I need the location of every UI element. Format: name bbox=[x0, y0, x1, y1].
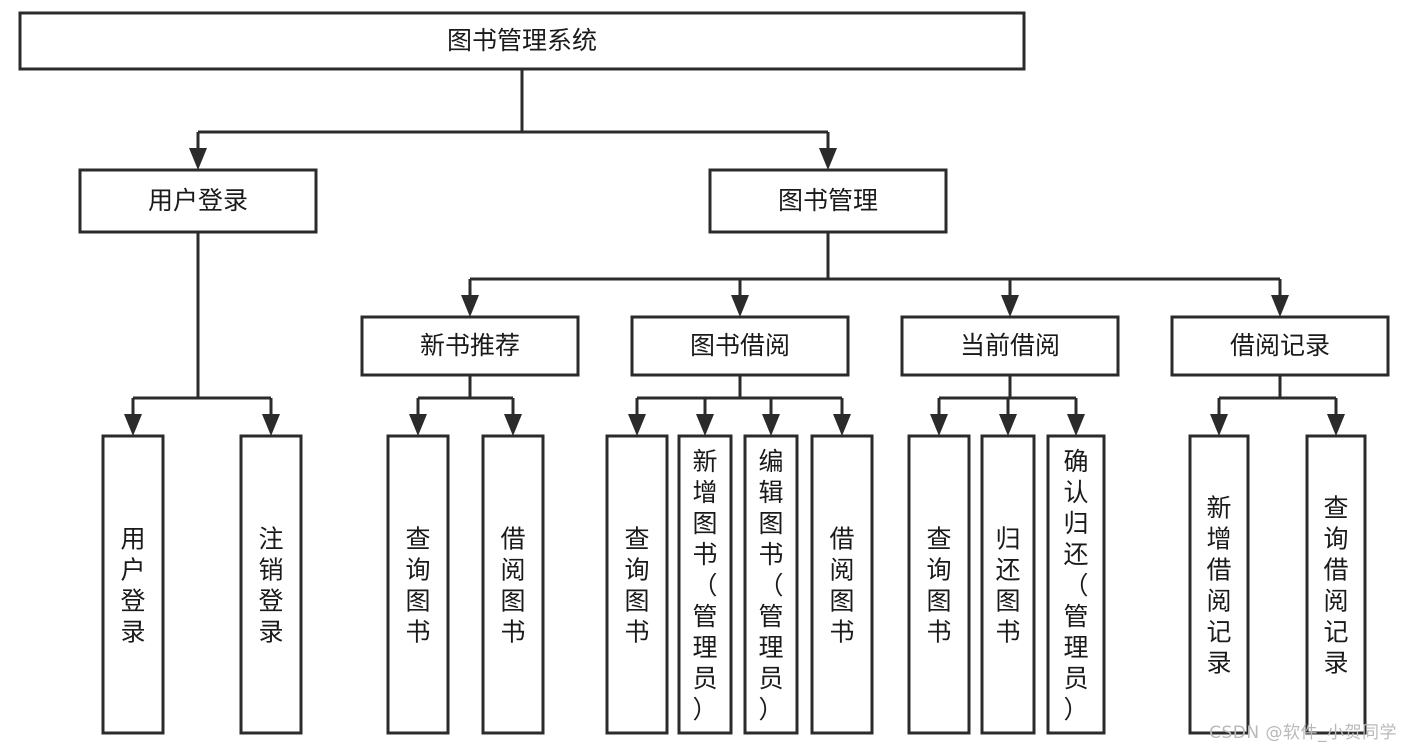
node-label-leaf-query-book-3: 查询图书 bbox=[926, 524, 951, 646]
arrowhead-leaf-edit-book bbox=[762, 414, 780, 436]
node-box-leaf-borrow-book-1[interactable] bbox=[481, 434, 545, 735]
node-leaf-add-book[interactable]: 新增图书（管理员） bbox=[677, 434, 733, 735]
node-leaf-borrow-book-1[interactable]: 借阅图书 bbox=[481, 434, 545, 735]
node-current-borrow[interactable]: 当前借阅 bbox=[900, 315, 1120, 377]
node-label-user-login: 用户登录 bbox=[148, 186, 248, 215]
node-box-book-borrow[interactable] bbox=[630, 315, 850, 377]
node-label-book-borrow: 图书借阅 bbox=[690, 331, 790, 360]
arrowhead-leaf-query-book-3 bbox=[930, 414, 948, 436]
node-label-leaf-edit-book: 编辑图书（管理员） bbox=[758, 447, 783, 724]
arrowhead-leaf-query-record bbox=[1327, 414, 1345, 436]
node-leaf-add-record[interactable]: 新增借阅记录 bbox=[1188, 434, 1250, 735]
arrowhead-leaf-user-login bbox=[124, 414, 142, 436]
node-box-leaf-add-book[interactable] bbox=[677, 434, 733, 735]
node-leaf-query-book-2[interactable]: 查询图书 bbox=[605, 434, 669, 735]
node-label-leaf-borrow-book-1: 借阅图书 bbox=[500, 524, 525, 646]
node-label-book-manage: 图书管理 bbox=[778, 186, 878, 215]
node-leaf-return-book[interactable]: 归还图书 bbox=[980, 434, 1036, 735]
arrowhead-leaf-add-record bbox=[1210, 414, 1228, 436]
edges-layer bbox=[124, 69, 1345, 436]
node-label-leaf-return-book: 归还图书 bbox=[995, 524, 1020, 646]
node-box-leaf-return-book[interactable] bbox=[980, 434, 1036, 735]
node-book-manage[interactable]: 图书管理 bbox=[708, 168, 948, 234]
node-label-current-borrow: 当前借阅 bbox=[960, 331, 1060, 360]
arrowhead-borrow-record bbox=[1271, 295, 1289, 317]
node-box-leaf-user-login[interactable] bbox=[101, 434, 165, 735]
node-leaf-user-logout[interactable]: 注销登录 bbox=[239, 434, 303, 735]
node-leaf-edit-book[interactable]: 编辑图书（管理员） bbox=[743, 434, 799, 735]
arrowhead-leaf-query-book-2 bbox=[628, 414, 646, 436]
node-box-leaf-edit-book[interactable] bbox=[743, 434, 799, 735]
arrowhead-book-borrow bbox=[731, 295, 749, 317]
arrowhead-leaf-return-book bbox=[999, 414, 1017, 436]
arrowhead-leaf-query-book-1 bbox=[409, 414, 427, 436]
node-label-root: 图书管理系统 bbox=[447, 26, 597, 55]
node-root[interactable]: 图书管理系统 bbox=[18, 11, 1026, 71]
node-user-login[interactable]: 用户登录 bbox=[78, 168, 318, 234]
node-label-leaf-add-record: 新增借阅记录 bbox=[1206, 493, 1231, 677]
node-box-user-login[interactable] bbox=[78, 168, 318, 234]
node-leaf-query-book-3[interactable]: 查询图书 bbox=[907, 434, 971, 735]
node-box-leaf-confirm-return[interactable] bbox=[1046, 434, 1106, 735]
node-label-leaf-borrow-book-2: 借阅图书 bbox=[829, 524, 854, 646]
node-label-borrow-record: 借阅记录 bbox=[1230, 331, 1330, 360]
node-leaf-query-book-1[interactable]: 查询图书 bbox=[386, 434, 450, 735]
node-box-leaf-borrow-book-2[interactable] bbox=[810, 434, 874, 735]
arrowhead-leaf-user-logout bbox=[262, 414, 280, 436]
node-box-leaf-query-record[interactable] bbox=[1305, 434, 1367, 735]
arrowhead-leaf-borrow-book-1 bbox=[504, 414, 522, 436]
node-borrow-record[interactable]: 借阅记录 bbox=[1170, 315, 1390, 377]
node-box-root[interactable] bbox=[18, 11, 1026, 71]
node-box-leaf-add-record[interactable] bbox=[1188, 434, 1250, 735]
node-label-leaf-user-login: 用户登录 bbox=[120, 524, 145, 646]
node-label-leaf-query-record: 查询借阅记录 bbox=[1323, 493, 1348, 677]
node-box-borrow-record[interactable] bbox=[1170, 315, 1390, 377]
arrowhead-leaf-add-book bbox=[696, 414, 714, 436]
node-box-book-manage[interactable] bbox=[708, 168, 948, 234]
node-label-leaf-add-book: 新增图书（管理员） bbox=[692, 447, 717, 724]
arrowhead-book-manage bbox=[819, 148, 837, 170]
node-box-leaf-query-book-3[interactable] bbox=[907, 434, 971, 735]
arrowhead-user-login bbox=[189, 148, 207, 170]
node-leaf-query-record[interactable]: 查询借阅记录 bbox=[1305, 434, 1367, 735]
node-label-leaf-query-book-1: 查询图书 bbox=[405, 524, 430, 646]
arrowhead-leaf-confirm-return bbox=[1067, 414, 1085, 436]
node-leaf-borrow-book-2[interactable]: 借阅图书 bbox=[810, 434, 874, 735]
node-leaf-confirm-return[interactable]: 确认归还（管理员） bbox=[1046, 434, 1106, 735]
node-label-new-book-rec: 新书推荐 bbox=[420, 331, 520, 360]
node-book-borrow[interactable]: 图书借阅 bbox=[630, 315, 850, 377]
node-box-leaf-user-logout[interactable] bbox=[239, 434, 303, 735]
node-box-current-borrow[interactable] bbox=[900, 315, 1120, 377]
node-box-leaf-query-book-1[interactable] bbox=[386, 434, 450, 735]
node-label-leaf-confirm-return: 确认归还（管理员） bbox=[1063, 447, 1088, 724]
node-new-book-rec[interactable]: 新书推荐 bbox=[360, 315, 580, 377]
arrowhead-new-book-rec bbox=[461, 295, 479, 317]
node-leaf-user-login[interactable]: 用户登录 bbox=[101, 434, 165, 735]
nodes-layer: 图书管理系统用户登录图书管理新书推荐图书借阅当前借阅借阅记录用户登录注销登录查询… bbox=[18, 11, 1390, 735]
node-label-leaf-query-book-2: 查询图书 bbox=[624, 524, 649, 646]
node-box-new-book-rec[interactable] bbox=[360, 315, 580, 377]
arrowhead-leaf-borrow-book-2 bbox=[833, 414, 851, 436]
node-label-leaf-user-logout: 注销登录 bbox=[258, 524, 283, 646]
arrowhead-current-borrow bbox=[1001, 295, 1019, 317]
node-box-leaf-query-book-2[interactable] bbox=[605, 434, 669, 735]
